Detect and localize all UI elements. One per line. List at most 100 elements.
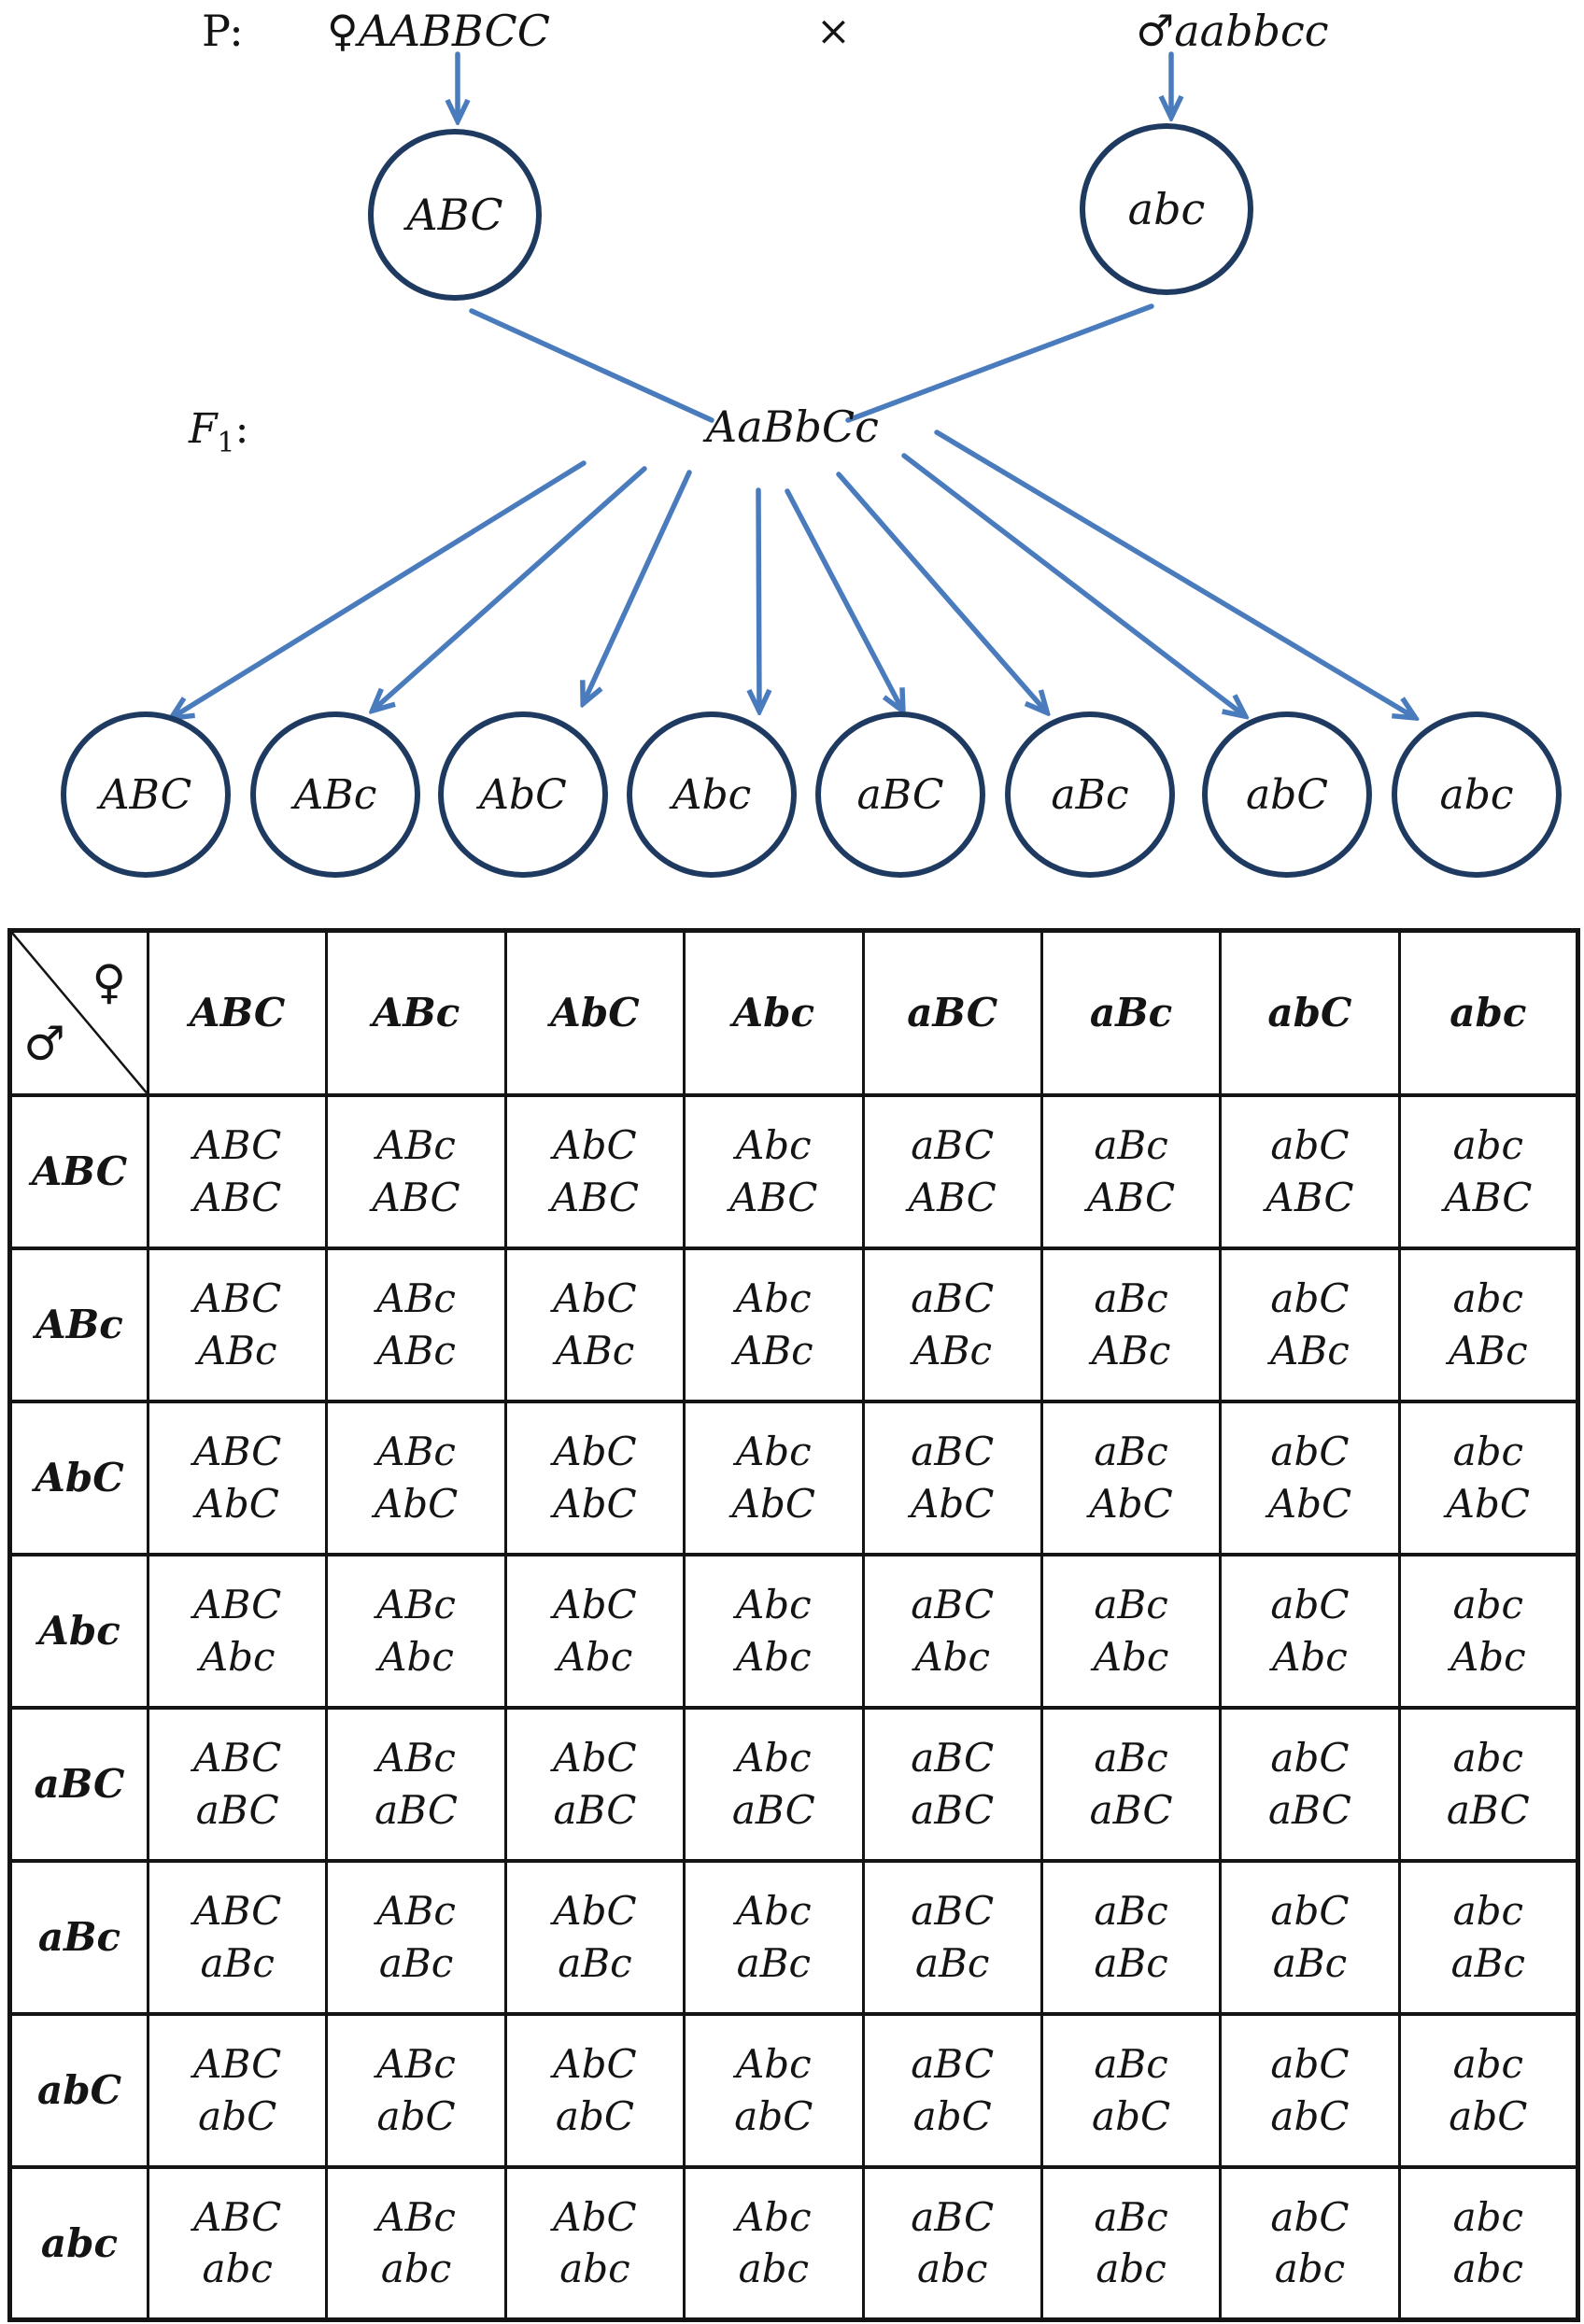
cell-female-gamete: ABc — [376, 2193, 456, 2240]
cell-female-gamete: aBc — [1094, 1275, 1168, 1322]
female-parent-genotype: ♀AABBCC — [327, 9, 550, 52]
cell-male-gamete: aBC — [731, 1786, 815, 1833]
cell-male-gamete: aBc — [914, 1939, 990, 1986]
f1-gamete-circle: ABC — [61, 711, 231, 878]
punnett-cell: aBC Abc — [861, 1553, 1043, 1709]
cell-male-gamete: AbC — [1446, 1480, 1530, 1527]
cell-male-gamete: aBc — [1272, 1939, 1348, 1986]
cell-female-gamete: ABc — [376, 1582, 456, 1628]
cell-female-gamete: abC — [1270, 2193, 1350, 2240]
cell-male-gamete: AbC — [911, 1480, 995, 1527]
cell-male-gamete: ABC — [193, 1174, 282, 1220]
cell-female-gamete: ABc — [376, 1888, 456, 1935]
cell-male-gamete: aBc — [378, 1939, 454, 1986]
cell-female-gamete: ABC — [193, 1122, 282, 1169]
female-gamete-circle: ABC — [368, 129, 542, 301]
cell-female-gamete: aBc — [1094, 2193, 1168, 2240]
cell-male-gamete: Abc — [378, 1633, 454, 1680]
male-gamete-to-f1-line — [845, 303, 1154, 423]
cell-male-gamete: Abc — [914, 1633, 991, 1680]
cell-female-gamete: AbC — [553, 2193, 637, 2240]
cell-female-gamete: aBc — [1094, 1582, 1168, 1628]
punnett-row-header: abc — [8, 2165, 149, 2321]
female-genotype-text: AABBCC — [358, 6, 550, 56]
cell-female-gamete: aBC — [911, 1582, 995, 1628]
arrow-layer — [0, 51, 1584, 923]
f1-label-colon: : — [234, 405, 249, 453]
f1-gamete-arrow-4 — [758, 487, 759, 710]
cell-female-gamete: aBc — [1094, 1888, 1168, 1935]
cell-male-gamete: abc — [380, 2246, 452, 2292]
f1-gamete-arrow-2 — [374, 466, 647, 710]
punnett-row-header: abC — [8, 2012, 149, 2168]
punnett-row-header: ABC — [8, 1093, 149, 1249]
f1-label-subscript: 1 — [217, 426, 235, 459]
cell-female-gamete: aBc — [1094, 1429, 1168, 1475]
cell-male-gamete: abc — [738, 2246, 810, 2292]
cell-male-gamete: AbC — [195, 1480, 279, 1527]
f1-gamete-arrow-3 — [584, 470, 692, 702]
punnett-cell: ABc abc — [325, 2165, 507, 2321]
cell-male-gamete: abC — [1092, 2092, 1171, 2139]
punnett-column-header: AbC — [503, 929, 686, 1096]
punnett-column-header: ABc — [325, 929, 507, 1096]
cell-female-gamete: aBC — [911, 1735, 995, 1782]
punnett-column-header: aBc — [1040, 929, 1223, 1096]
cell-female-gamete: aBC — [911, 1122, 995, 1169]
cell-female-gamete: Abc — [735, 1735, 812, 1782]
cell-male-gamete: aBc — [1094, 1939, 1168, 1986]
cell-male-gamete: AbC — [374, 1480, 459, 1527]
punnett-column-header: ABC — [146, 929, 329, 1096]
cell-female-gamete: abC — [1270, 1888, 1350, 1935]
male-symbol: ♂ — [1136, 6, 1175, 56]
cell-male-gamete: AbC — [731, 1480, 815, 1527]
cell-female-gamete: abC — [1270, 1429, 1350, 1475]
punnett-column-header: abC — [1219, 929, 1401, 1096]
cell-female-gamete: ABC — [193, 1888, 282, 1935]
female-symbol: ♀ — [327, 6, 359, 56]
cell-male-gamete: aBC — [1089, 1786, 1173, 1833]
cell-female-gamete: AbC — [553, 1275, 637, 1322]
cell-male-gamete: Abc — [557, 1633, 633, 1680]
cell-female-gamete: Abc — [735, 1888, 812, 1935]
cell-female-gamete: abc — [1452, 2041, 1524, 2088]
cell-female-gamete: Abc — [735, 2193, 812, 2240]
f1-gamete-arrow-6 — [836, 472, 1046, 711]
cell-male-gamete: aBC — [1446, 1786, 1530, 1833]
cell-female-gamete: abC — [1270, 1275, 1350, 1322]
cell-male-gamete: abc — [1452, 2246, 1524, 2292]
f1-gamete-circle: aBc — [1005, 711, 1175, 878]
punnett-row-header: AbC — [8, 1400, 149, 1556]
cell-female-gamete: AbC — [553, 1735, 637, 1782]
punnett-cell: ABC ABC — [146, 1093, 329, 1249]
cell-female-gamete: abc — [1452, 1582, 1524, 1628]
cell-male-gamete: abc — [202, 2246, 273, 2292]
cell-female-gamete: AbC — [553, 1888, 637, 1935]
